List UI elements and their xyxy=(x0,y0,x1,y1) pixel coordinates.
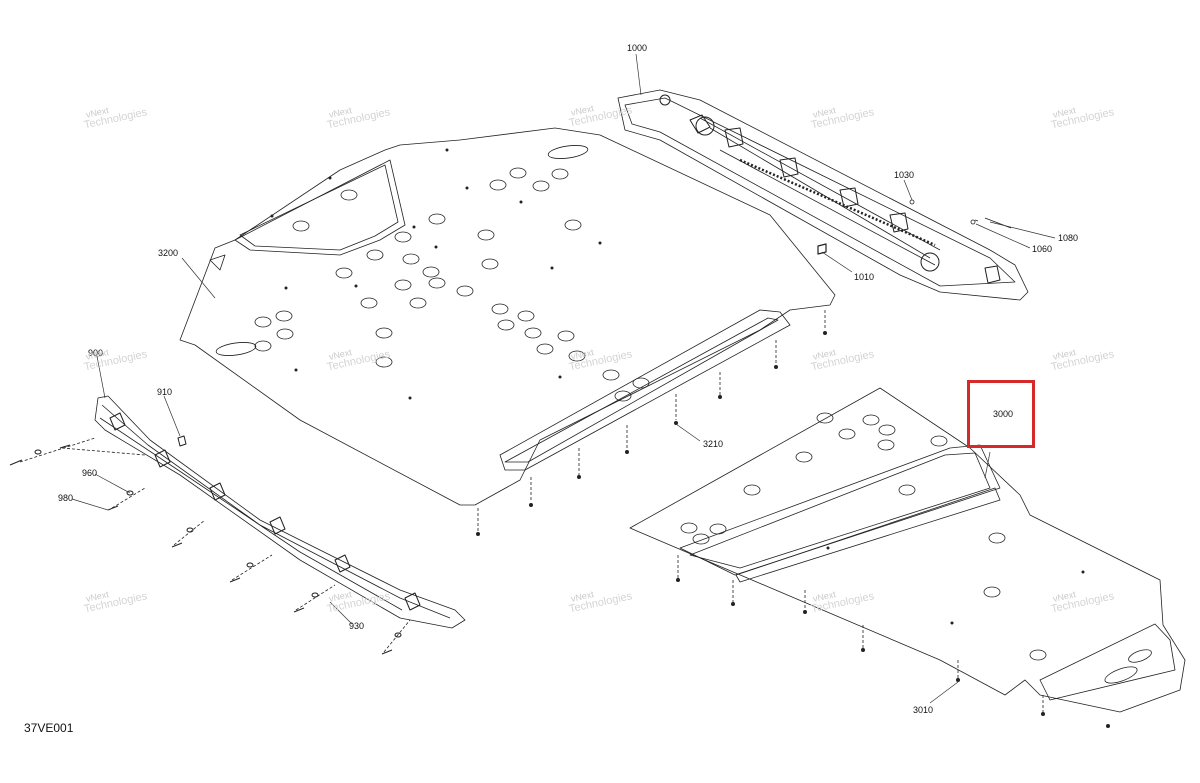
callout-980: 980 xyxy=(58,493,74,503)
callout-3000: 3000 xyxy=(993,409,1014,419)
skid-channel-3210 xyxy=(499,309,791,471)
skid-plate-holes xyxy=(254,167,650,402)
callout-930: 930 xyxy=(349,621,365,631)
skid-plate-rear xyxy=(629,387,1186,713)
callout-1000: 1000 xyxy=(627,43,648,53)
callout-960: 960 xyxy=(82,468,98,478)
callout-3210: 3210 xyxy=(703,439,724,449)
callout-1080: 1080 xyxy=(1058,233,1079,243)
callout-3200: 3200 xyxy=(158,248,179,258)
callout-900: 900 xyxy=(88,348,104,358)
bumper-assembly xyxy=(617,89,1029,301)
callout-1060: 1060 xyxy=(1032,244,1053,254)
skid-plate-front xyxy=(179,127,836,506)
callout-910: 910 xyxy=(157,387,173,397)
highlight-box xyxy=(967,380,1035,448)
callout-1030: 1030 xyxy=(894,170,915,180)
callout-1010: 1010 xyxy=(854,272,875,282)
callout-3010: 3010 xyxy=(913,705,934,715)
front-guard-bar xyxy=(94,395,466,629)
figure-code: 37VE001 xyxy=(24,721,74,735)
